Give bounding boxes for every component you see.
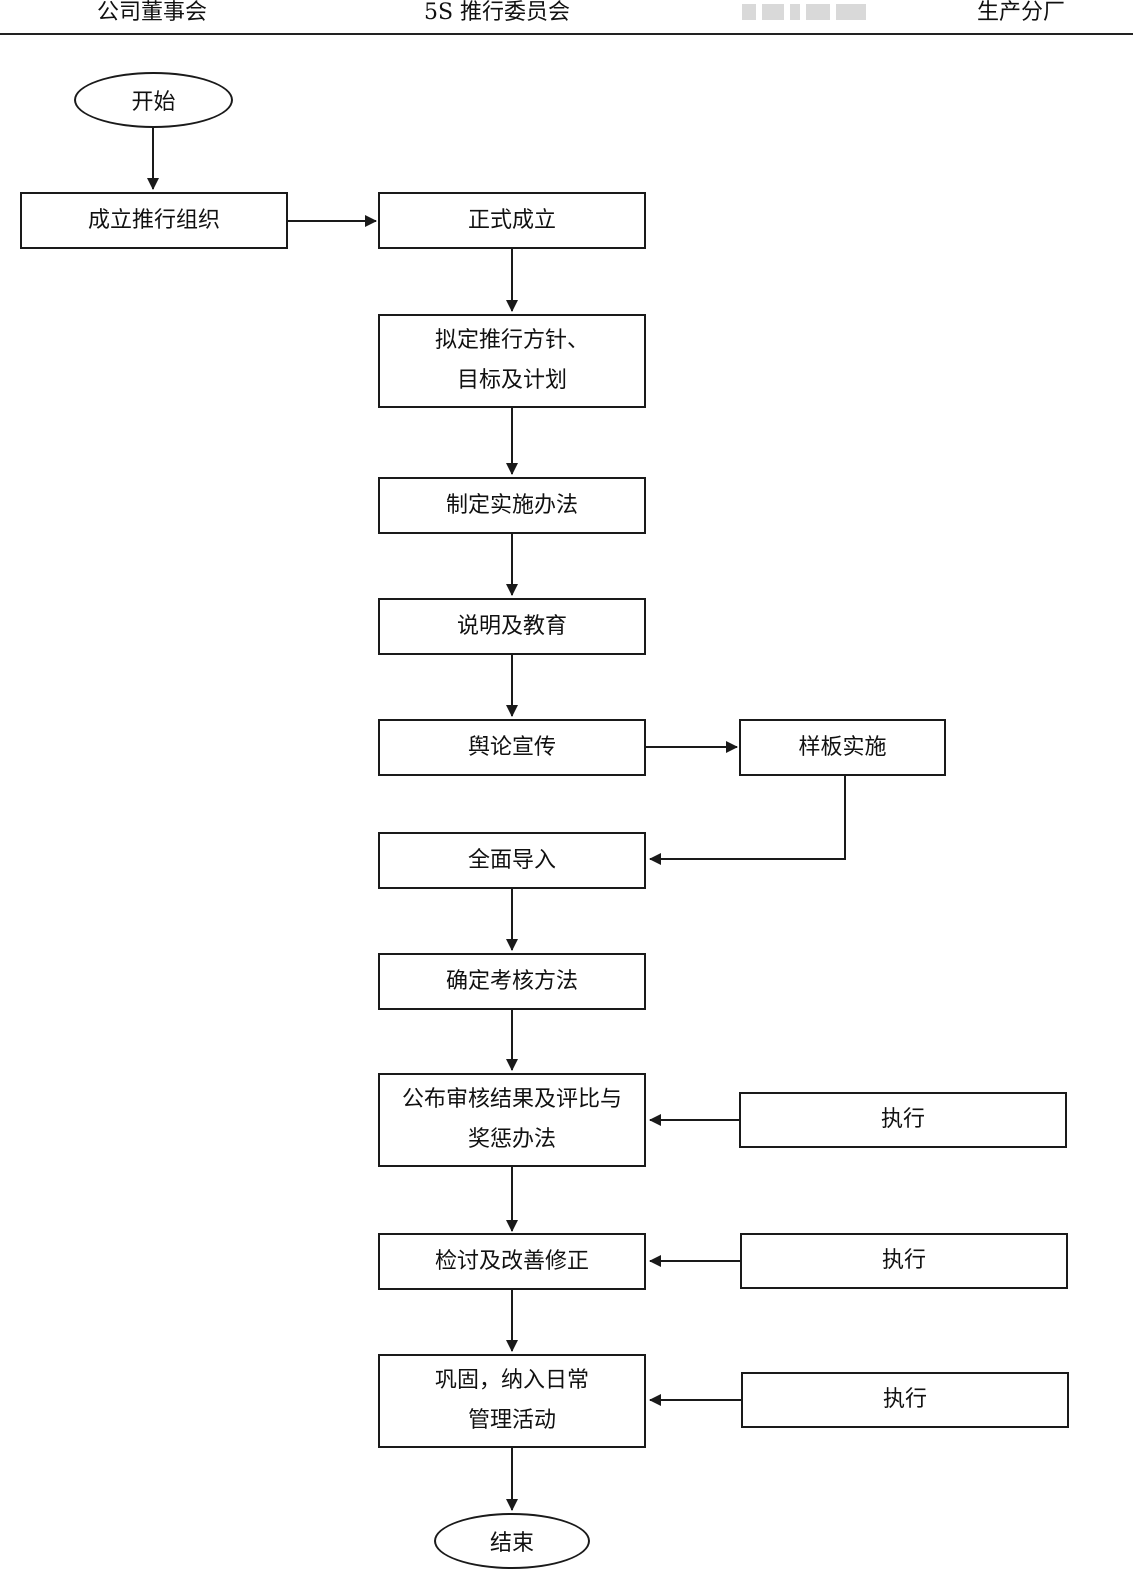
step-label: 执行 (880, 1107, 925, 1132)
step-label-line-1: 公布审核结果及评比与 (401, 1087, 622, 1112)
step-draft-policy: 拟定推行方针、 目标及计划 (378, 314, 646, 408)
header-blurred-column (742, 4, 866, 22)
step-execute-2: 执行 (740, 1233, 1068, 1289)
step-execute-3: 执行 (741, 1372, 1069, 1428)
step-label: 制定实施办法 (445, 492, 578, 518)
step-execute-1: 执行 (739, 1092, 1067, 1148)
step-label: 全面导入 (467, 847, 556, 873)
step-establish-organization: 成立推行组织 (20, 192, 288, 249)
step-formally-established: 正式成立 (378, 192, 646, 249)
step-label-line-1: 巩固，纳入日常 (434, 1368, 589, 1393)
step-label-line-2: 目标及计划 (456, 368, 567, 393)
step-explain-educate: 说明及教育 (378, 598, 646, 655)
end-label: 结束 (489, 1531, 534, 1556)
end-terminal: 结束 (434, 1513, 590, 1569)
step-label: 成立推行组织 (87, 207, 220, 233)
start-label: 开始 (131, 90, 176, 115)
step-label: 执行 (882, 1387, 927, 1412)
step-label: 舆论宣传 (467, 734, 556, 760)
step-pilot: 样板实施 (739, 719, 946, 776)
header-rule (0, 33, 1133, 35)
step-implementation-methods: 制定实施办法 (378, 477, 646, 534)
arrow-pilot-to-rollout (649, 776, 846, 865)
start-terminal: 开始 (74, 72, 233, 128)
step-label: 说明及教育 (456, 613, 567, 639)
step-label: 确定考核方法 (445, 968, 578, 994)
header-board: 公司董事会 (97, 0, 208, 25)
step-consolidate: 巩固，纳入日常 管理活动 (378, 1354, 646, 1448)
step-label-line-2: 奖惩办法 (467, 1127, 556, 1152)
step-label: 执行 (881, 1248, 926, 1273)
step-label-line-1: 拟定推行方针、 (434, 328, 589, 353)
step-publish-results: 公布审核结果及评比与 奖惩办法 (378, 1073, 646, 1167)
step-publicity: 舆论宣传 (378, 719, 646, 776)
step-review-improve: 检讨及改善修正 (378, 1233, 646, 1290)
header-production-plant: 生产分厂 (977, 0, 1066, 25)
step-label: 样板实施 (798, 734, 887, 760)
header-5s-committee: 5S 推行委员会 (424, 0, 571, 25)
step-label: 检讨及改善修正 (434, 1248, 589, 1274)
swimlane-header: 公司董事会 5S 推行委员会 生产分厂 (0, 0, 1133, 36)
step-label-line-2: 管理活动 (467, 1408, 556, 1433)
step-full-rollout: 全面导入 (378, 832, 646, 889)
step-assessment-method: 确定考核方法 (378, 953, 646, 1010)
step-label: 正式成立 (467, 207, 556, 233)
